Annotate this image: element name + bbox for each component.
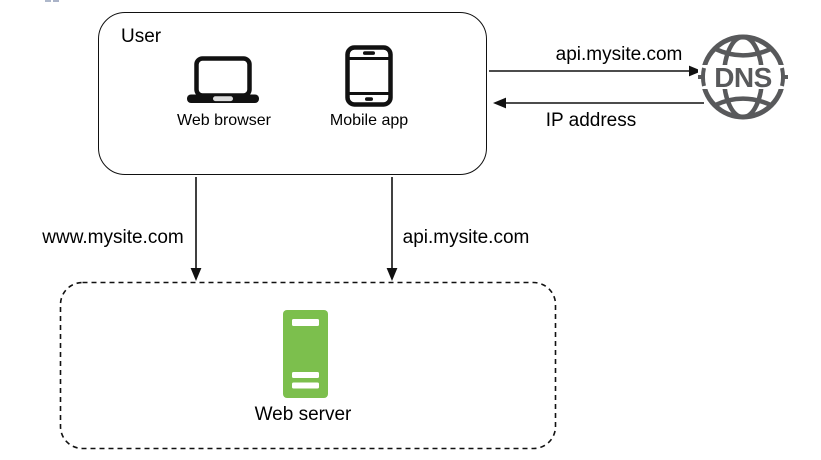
mobile-app-label: Mobile app (329, 112, 409, 129)
dns-label: DNS (714, 62, 772, 93)
web-server-label: Web server (254, 404, 352, 425)
flow-label-ip-address: IP address (545, 110, 637, 131)
laptop-icon (187, 56, 259, 103)
crop-artifact (45, 0, 51, 2)
crop-artifact (53, 0, 59, 2)
server-icon (283, 310, 328, 398)
user-box-title: User (121, 26, 162, 47)
arrow-user-to-dns (489, 65, 702, 77)
flow-label-api-to-dns: api.mysite.com (555, 44, 683, 65)
user-group-box: User Web browser Mobile app (98, 12, 487, 175)
flow-label-api-mysite: api.mysite.com (402, 227, 530, 248)
dns-globe-icon: DNS (698, 34, 788, 120)
arrow-browser-to-webserver (190, 177, 202, 281)
flow-label-www-mysite: www.mysite.com (42, 227, 184, 248)
smartphone-icon (345, 45, 393, 107)
arrow-dns-to-user (493, 97, 704, 109)
web-browser-label: Web browser (177, 112, 271, 129)
